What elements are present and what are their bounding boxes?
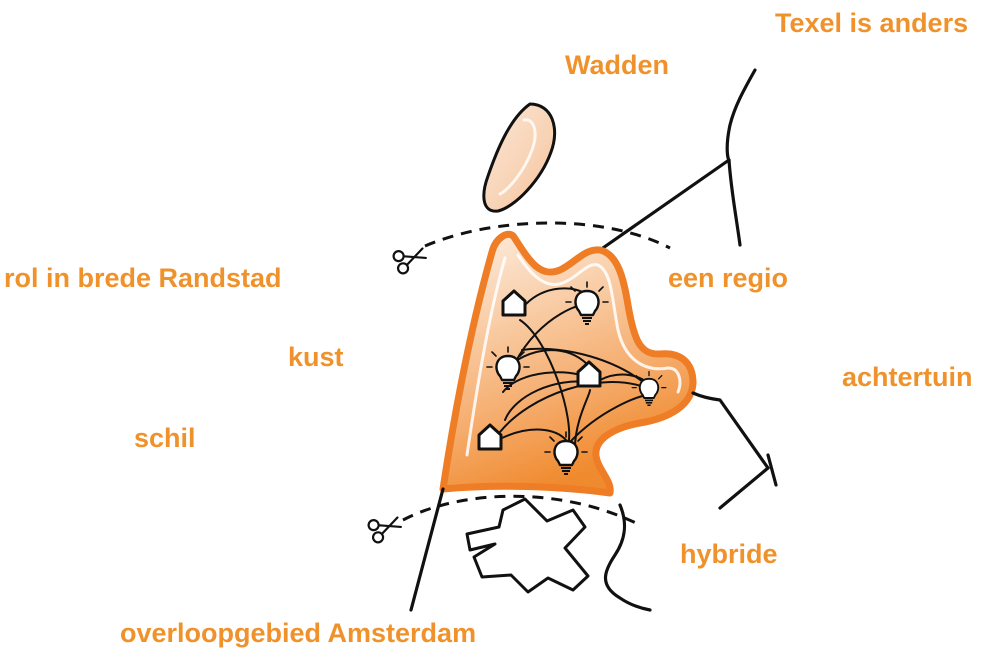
amsterdam-shape: [465, 497, 590, 594]
coast-line: [409, 487, 445, 612]
bottom-cut-line: [402, 494, 641, 527]
hybrid-lines: [603, 391, 778, 612]
label-kust: kust: [288, 342, 344, 372]
label-texel-is-anders: Texel is anders: [775, 8, 969, 38]
label-rol-in-brede-randstad: rol in brede Randstad: [4, 263, 282, 293]
scissors-icon-bottom: [366, 510, 405, 545]
label-hybride: hybride: [680, 539, 778, 569]
top-cut-line: [424, 221, 671, 250]
label-een-regio: een regio: [668, 263, 789, 293]
scissors-icon-top: [391, 241, 430, 276]
texel-island-highlight: [498, 118, 537, 196]
label-achtertuin: achtertuin: [842, 362, 973, 392]
connection-lines: [598, 68, 757, 252]
label-overloopgebied-amsterdam: overloopgebied Amsterdam: [120, 618, 477, 648]
texel-island: [482, 102, 557, 213]
label-schil: schil: [134, 423, 196, 453]
label-wadden: Wadden: [565, 50, 669, 80]
region-highlight: [465, 253, 682, 457]
